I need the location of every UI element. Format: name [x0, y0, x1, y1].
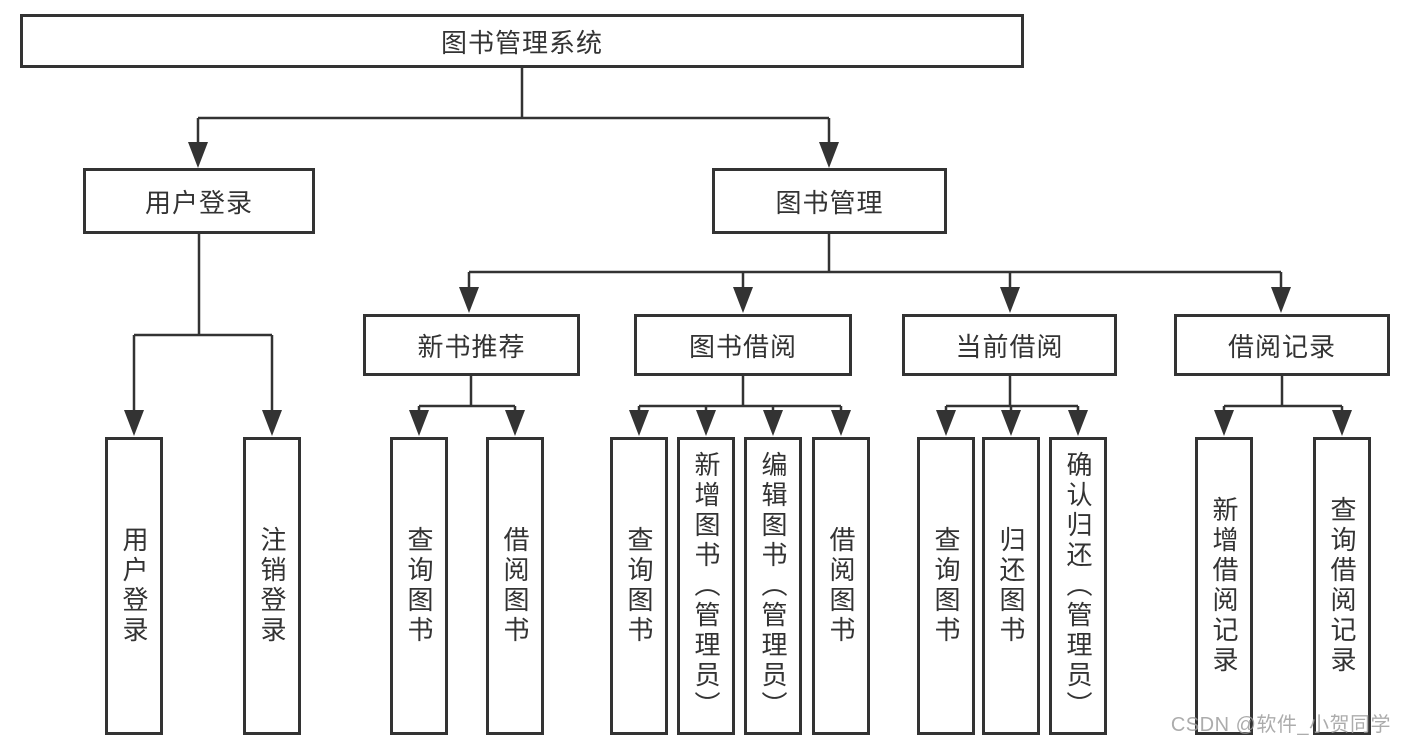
leaf-query-books-recommend: 查询图书	[390, 437, 448, 735]
watermark: CSDN @软件_小贺同学	[1170, 714, 1391, 736]
leaf-borrow-books: 借阅图书	[812, 437, 870, 735]
node-book-borrowing: 图书借阅	[634, 314, 852, 376]
leaf-borrow-books-label: 借阅图书	[826, 526, 856, 646]
leaf-borrow-books-recommend: 借阅图书	[486, 437, 544, 735]
leaf-edit-books-admin-label: 编辑图书（管理员）	[758, 451, 788, 721]
leaf-return-books-label: 归还图书	[996, 526, 1026, 646]
node-root-system: 图书管理系统	[20, 14, 1024, 68]
node-current-borrowing-label: 当前借阅	[955, 331, 1064, 362]
node-root-system-label: 图书管理系统	[440, 27, 603, 58]
leaf-return-books: 归还图书	[982, 437, 1040, 735]
leaf-logout: 注销登录	[243, 437, 301, 735]
node-current-borrowing: 当前借阅	[902, 314, 1117, 376]
leaf-query-borrow-record-label: 查询借阅记录	[1327, 496, 1357, 676]
leaf-query-books-recommend-label: 查询图书	[404, 526, 434, 646]
leaf-logout-label: 注销登录	[257, 526, 287, 646]
node-user-login-label: 用户登录	[144, 187, 253, 218]
leaf-user-login-label: 用户登录	[119, 526, 149, 646]
node-borrowing-records: 借阅记录	[1174, 314, 1390, 376]
leaf-edit-books-admin: 编辑图书（管理员）	[744, 437, 802, 735]
leaf-query-borrow-record: 查询借阅记录	[1313, 437, 1371, 735]
leaf-confirm-return-admin-label: 确认归还（管理员）	[1063, 451, 1093, 721]
node-new-book-recommendation: 新书推荐	[363, 314, 580, 376]
leaf-add-books-admin: 新增图书（管理员）	[677, 437, 735, 735]
node-borrowing-records-label: 借阅记录	[1227, 331, 1336, 362]
arrowheads	[124, 142, 1352, 436]
node-new-book-recommendation-label: 新书推荐	[417, 331, 526, 362]
node-user-login: 用户登录	[83, 168, 315, 234]
leaf-query-books-borrow-label: 查询图书	[624, 526, 654, 646]
leaf-query-books-current-label: 查询图书	[931, 526, 961, 646]
leaf-query-books-borrow: 查询图书	[610, 437, 668, 735]
leaf-add-books-admin-label: 新增图书（管理员）	[691, 451, 721, 721]
leaf-add-borrow-record-label: 新增借阅记录	[1209, 496, 1239, 676]
node-book-management: 图书管理	[712, 168, 947, 234]
node-book-management-label: 图书管理	[775, 187, 884, 218]
leaf-confirm-return-admin: 确认归还（管理员）	[1049, 437, 1107, 735]
leaf-borrow-books-recommend-label: 借阅图书	[500, 526, 530, 646]
leaf-user-login: 用户登录	[105, 437, 163, 735]
leaf-add-borrow-record: 新增借阅记录	[1195, 437, 1253, 735]
leaf-query-books-current: 查询图书	[917, 437, 975, 735]
node-book-borrowing-label: 图书借阅	[688, 331, 797, 362]
